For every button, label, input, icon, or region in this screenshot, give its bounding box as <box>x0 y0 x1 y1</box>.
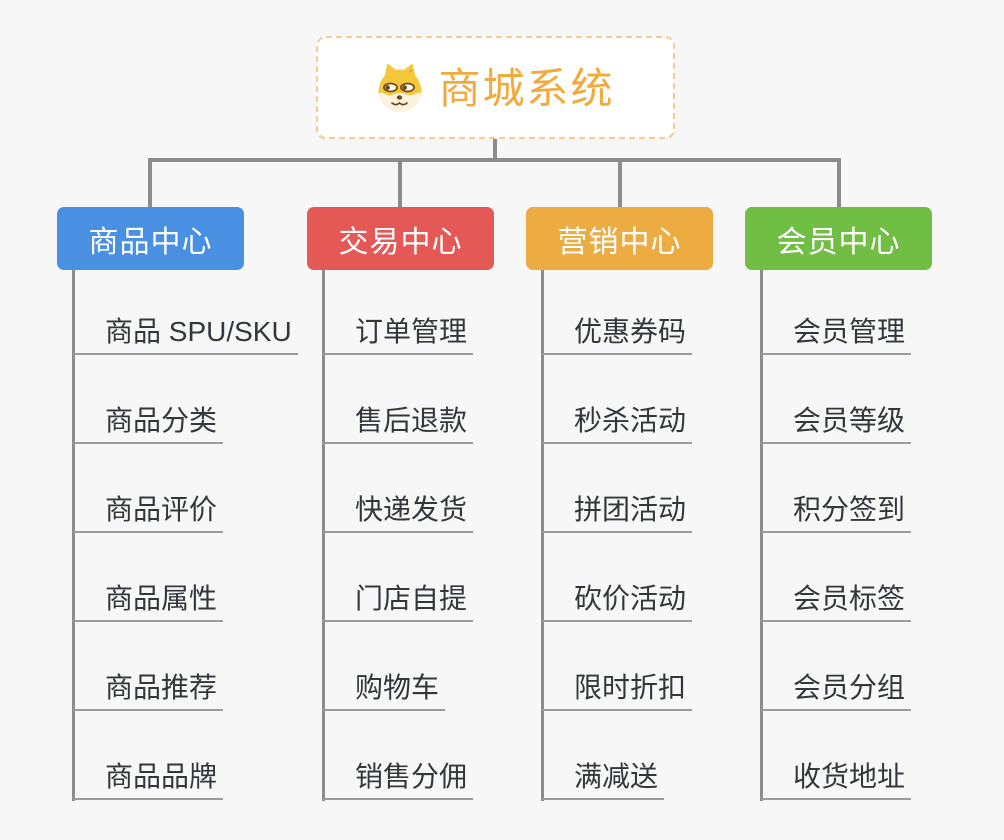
branch-vline <box>72 270 75 801</box>
leaf-row: 商品评价 <box>73 444 298 533</box>
mindmap-leaf-node[interactable]: 商品属性 <box>73 583 224 622</box>
branch-vline <box>322 270 325 801</box>
mindmap-leaf-node[interactable]: 满减送 <box>542 761 665 800</box>
leaf-row: 会员分组 <box>761 622 912 711</box>
leaf-row: 商品分类 <box>73 355 298 444</box>
shiba-dog-icon <box>376 63 424 113</box>
mindmap-leaf-node[interactable]: 订单管理 <box>323 316 474 355</box>
leaf-row: 购物车 <box>323 622 473 711</box>
root-node[interactable]: 商城系统 <box>316 36 675 139</box>
leaf-list-product-center: 商品 SPU/SKU 商品分类商品评价商品属性商品推荐商品品牌 <box>73 266 298 800</box>
mindmap-leaf-node[interactable]: 会员管理 <box>761 316 912 355</box>
branch-trade-center: 交易中心 订单管理售后退款快递发货门店自提购物车销售分佣 <box>307 207 494 801</box>
leaf-row: 门店自提 <box>323 533 474 622</box>
mindmap-leaf-node[interactable]: 秒杀活动 <box>542 405 693 444</box>
mindmap-leaf-node[interactable]: 售后退款 <box>323 405 474 444</box>
leaf-row: 会员标签 <box>761 533 912 622</box>
mindmap-leaf-node[interactable]: 快递发货 <box>323 494 474 533</box>
connector-root-stem <box>493 139 497 162</box>
mindmap-leaf-node[interactable]: 购物车 <box>323 672 446 711</box>
connector-drop-product <box>148 162 152 207</box>
leaf-row: 收货地址 <box>761 711 912 800</box>
mindmap-leaf-node[interactable]: 限时折扣 <box>542 672 693 711</box>
mindmap-leaf-node[interactable]: 会员标签 <box>761 583 912 622</box>
leaf-list-marketing-center: 优惠券码秒杀活动拼团活动砍价活动限时折扣满减送 <box>542 266 693 800</box>
branch-product-center: 商品中心 商品 SPU/SKU 商品分类商品评价商品属性商品推荐商品品牌 <box>57 207 298 801</box>
leaf-row: 会员等级 <box>761 355 912 444</box>
leaf-list-member-center: 会员管理会员等级积分签到会员标签会员分组收货地址 <box>761 266 912 800</box>
mindmap-leaf-node[interactable]: 会员等级 <box>761 405 912 444</box>
connector-drop-marketing <box>618 162 622 207</box>
leaf-row: 快递发货 <box>323 444 474 533</box>
branch-header-marketing-center[interactable]: 营销中心 <box>526 207 713 270</box>
mindmap-leaf-node[interactable]: 门店自提 <box>323 583 474 622</box>
leaf-row: 满减送 <box>542 711 692 800</box>
mindmap-leaf-node[interactable]: 会员分组 <box>761 672 912 711</box>
connector-drop-trade <box>398 162 402 207</box>
mindmap-leaf-node[interactable]: 积分签到 <box>761 494 912 533</box>
leaf-row: 销售分佣 <box>323 711 474 800</box>
leaf-row: 会员管理 <box>761 266 912 355</box>
leaf-row: 优惠券码 <box>542 266 693 355</box>
branch-vline <box>760 270 763 801</box>
leaf-row: 限时折扣 <box>542 622 693 711</box>
leaf-row: 秒杀活动 <box>542 355 693 444</box>
mindmap-leaf-node[interactable]: 收货地址 <box>761 761 912 800</box>
branch-header-member-center[interactable]: 会员中心 <box>745 207 932 270</box>
leaf-row: 商品推荐 <box>73 622 298 711</box>
connector-horizontal-bar <box>148 158 841 162</box>
mindmap-leaf-node[interactable]: 商品评价 <box>73 494 224 533</box>
branch-header-trade-center[interactable]: 交易中心 <box>307 207 494 270</box>
leaf-row: 订单管理 <box>323 266 474 355</box>
leaf-row: 商品品牌 <box>73 711 298 800</box>
branch-marketing-center: 营销中心 优惠券码秒杀活动拼团活动砍价活动限时折扣满减送 <box>526 207 713 801</box>
mindmap-leaf-node[interactable]: 商品品牌 <box>73 761 224 800</box>
mindmap-leaf-node[interactable]: 商品 SPU/SKU <box>73 316 298 355</box>
mindmap-leaf-node[interactable]: 销售分佣 <box>323 761 474 800</box>
branch-header-product-center[interactable]: 商品中心 <box>57 207 244 270</box>
leaf-row: 砍价活动 <box>542 533 693 622</box>
mindmap-leaf-node[interactable]: 优惠券码 <box>542 316 693 355</box>
mindmap-leaf-node[interactable]: 商品推荐 <box>73 672 224 711</box>
mindmap-leaf-node[interactable]: 拼团活动 <box>542 494 693 533</box>
mindmap-leaf-node[interactable]: 商品分类 <box>73 405 224 444</box>
branch-member-center: 会员中心 会员管理会员等级积分签到会员标签会员分组收货地址 <box>745 207 932 801</box>
leaf-list-trade-center: 订单管理售后退款快递发货门店自提购物车销售分佣 <box>323 266 474 800</box>
leaf-row: 商品属性 <box>73 533 298 622</box>
connector-drop-member <box>837 162 841 207</box>
root-title: 商城系统 <box>438 64 615 112</box>
mindmap-leaf-node[interactable]: 砍价活动 <box>542 583 693 622</box>
branch-vline <box>541 270 544 801</box>
leaf-row: 拼团活动 <box>542 444 693 533</box>
leaf-row: 商品 SPU/SKU <box>73 266 298 355</box>
leaf-row: 积分签到 <box>761 444 912 533</box>
leaf-row: 售后退款 <box>323 355 474 444</box>
